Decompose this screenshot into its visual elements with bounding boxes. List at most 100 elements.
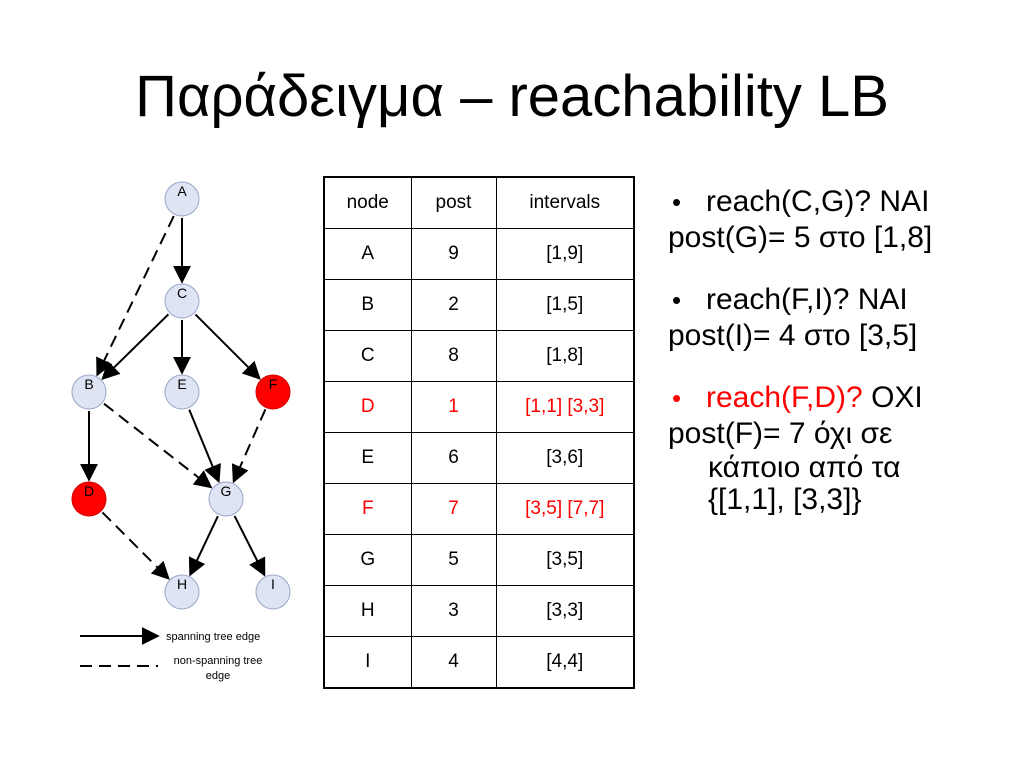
- non-tree-edge-A-B: [96, 215, 175, 377]
- node-circle: [164, 283, 200, 319]
- note-2-detail: post(I)= 4 στο [3,5]: [668, 319, 918, 352]
- note-1-question: reach(C,G)?: [706, 185, 872, 218]
- node-circle: [164, 374, 200, 410]
- node-circle: [164, 181, 200, 217]
- node-circle: [208, 481, 244, 517]
- note-1-detail: post(G)= 5 στο [1,8]: [668, 221, 933, 254]
- node-label: G: [221, 483, 232, 499]
- graph-node-E: E: [164, 374, 200, 410]
- cell-intervals: [3,3]: [495, 585, 635, 637]
- cell-intervals: [1,9]: [495, 228, 635, 280]
- graph-node-I: I: [255, 574, 291, 610]
- note-2: • reach(F,I)? NAI: [668, 282, 1018, 318]
- cell-node: F: [323, 483, 412, 535]
- cell-post: 9: [410, 228, 497, 280]
- cell-node: B: [323, 279, 412, 331]
- node-circle: [71, 374, 107, 410]
- cell-intervals: [1,8]: [495, 330, 635, 382]
- cell-post: 7: [410, 483, 497, 535]
- cell-node: G: [323, 534, 412, 586]
- cell-post: 4: [410, 636, 497, 689]
- header-post: post: [410, 176, 497, 229]
- non-tree-edge-B-G: [103, 402, 213, 489]
- note-2-answer: NAI: [857, 283, 908, 316]
- node-circle: [164, 574, 200, 610]
- node-label: C: [177, 285, 187, 301]
- cell-node: E: [323, 432, 412, 484]
- non-tree-edge-F-G: [231, 408, 267, 484]
- graph-node-D: D: [71, 481, 107, 517]
- header-node: node: [323, 176, 412, 229]
- graph-legend: spanning tree edge non-spanning tree edg…: [80, 627, 263, 682]
- cell-post: 2: [410, 279, 497, 331]
- tree-edge-C-F: [194, 313, 261, 380]
- node-circle: [255, 574, 291, 610]
- tree-edge-G-I: [233, 515, 266, 577]
- slide-title: Παράδειγμα – reachability LB: [135, 64, 889, 129]
- node-label: E: [177, 376, 186, 392]
- graph-node-F: F: [255, 374, 291, 410]
- table-header-row: node post intervals: [323, 176, 635, 229]
- note-2-question: reach(F,I)?: [706, 283, 850, 316]
- cell-post: 1: [410, 381, 497, 433]
- legend-tree-edge-label: spanning tree edge: [166, 631, 260, 643]
- note-1: • reach(C,G)? NAI: [668, 184, 1018, 220]
- cell-post: 6: [410, 432, 497, 484]
- cell-post: 3: [410, 585, 497, 637]
- node-label: B: [84, 376, 93, 392]
- cell-node: I: [323, 636, 412, 689]
- graph-node-G: G: [208, 481, 244, 517]
- note-3-answer: OXI: [871, 381, 923, 414]
- tree-edge-G-H: [188, 515, 219, 577]
- note-1-answer: NAI: [879, 185, 930, 218]
- graph-node-B: B: [71, 374, 107, 410]
- cell-intervals: [3,6]: [495, 432, 635, 484]
- non-tree-edge-D-H: [101, 511, 170, 580]
- node-label: I: [271, 576, 275, 592]
- cell-intervals: [3,5] [7,7]: [495, 483, 635, 535]
- cell-intervals: [1,5]: [495, 279, 635, 331]
- node-circle: [71, 481, 107, 517]
- tree-edge-E-G: [188, 409, 221, 484]
- cell-post: 8: [410, 330, 497, 382]
- note-3-question: reach(F,D)?: [706, 381, 863, 414]
- node-label: H: [177, 576, 187, 592]
- node-label: F: [269, 376, 278, 392]
- legend-non-tree-edge-label-2: edge: [206, 670, 230, 682]
- graph-node-C: C: [164, 283, 200, 319]
- reachability-notes: • reach(C,G)? NAI post(G)= 5 στο [1,8] •…: [668, 184, 1018, 516]
- cell-node: A: [323, 228, 412, 280]
- reachability-graph: A C B E F D G H I spanning tree edge non-spannin…: [71, 181, 291, 682]
- tree-edge-C-B: [101, 313, 170, 380]
- node-circle: [255, 374, 291, 410]
- cell-intervals: [3,5]: [495, 534, 635, 586]
- note-3-detail: post(F)= 7 όχι σε: [668, 417, 893, 450]
- cell-intervals: [1,1] [3,3]: [495, 381, 635, 433]
- legend-non-tree-edge-label-1: non-spanning tree: [174, 655, 263, 667]
- cell-node: C: [323, 330, 412, 382]
- cell-post: 5: [410, 534, 497, 586]
- note-3-detail-3: {[1,1], [3,3]}: [708, 483, 862, 516]
- bullet-icon: •: [672, 187, 682, 217]
- graph-node-H: H: [164, 574, 200, 610]
- header-intervals: intervals: [495, 176, 635, 229]
- cell-intervals: [4,4]: [495, 636, 635, 689]
- note-3: • reach(F,D)? OXI: [668, 380, 1018, 416]
- bullet-icon: •: [672, 285, 682, 315]
- note-3-detail-2: κάποιο από τα: [708, 451, 901, 484]
- node-label: D: [84, 483, 94, 499]
- cell-node: D: [323, 381, 412, 433]
- cell-node: H: [323, 585, 412, 637]
- node-label: A: [177, 183, 187, 199]
- graph-node-A: A: [164, 181, 200, 217]
